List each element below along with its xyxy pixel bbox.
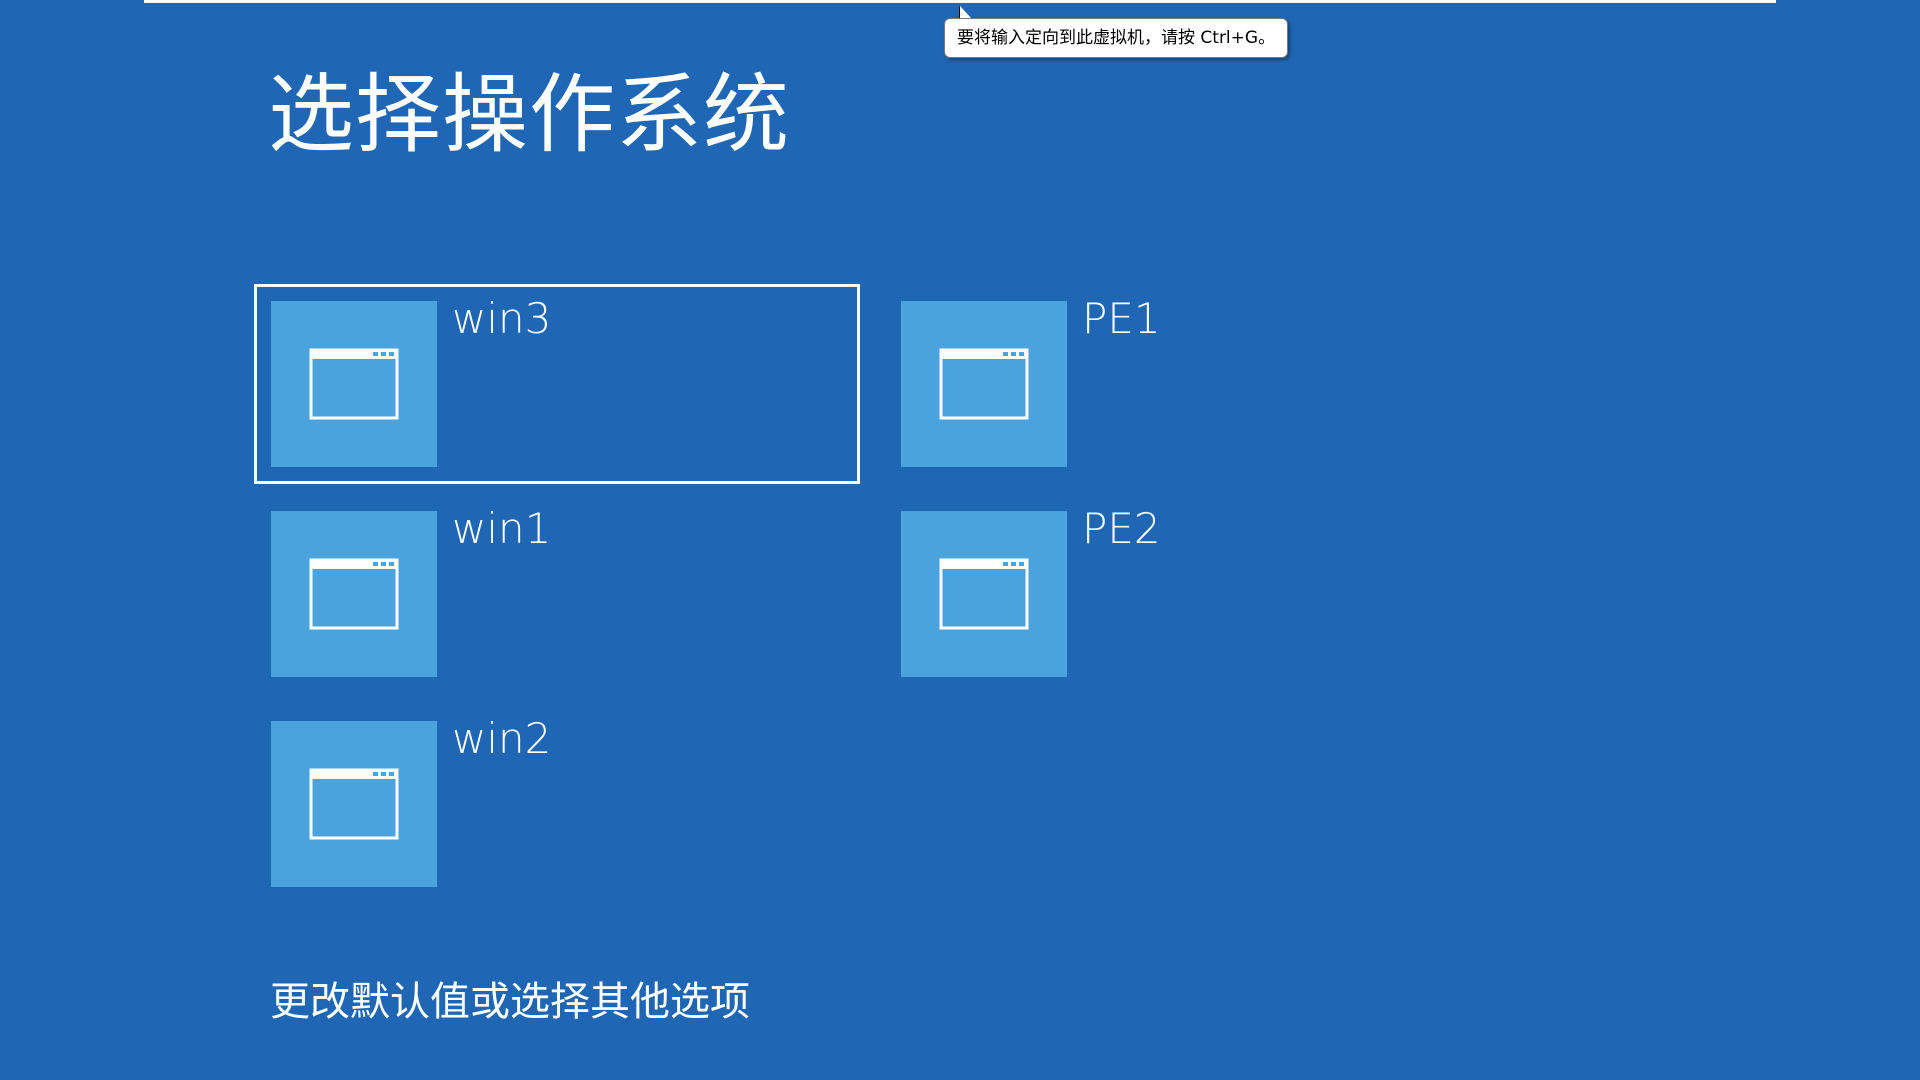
os-option-win1[interactable]: win1: [254, 494, 860, 694]
os-tile: [271, 301, 437, 467]
window-icon: [309, 558, 399, 630]
window-icon: [939, 348, 1029, 420]
os-option-win3[interactable]: win3: [254, 284, 860, 484]
top-border-line: [144, 0, 1776, 3]
page-title: 选择操作系统: [268, 65, 790, 165]
os-option-win2[interactable]: win2: [254, 704, 860, 904]
os-label: win2: [452, 714, 552, 763]
os-label: PE2: [1082, 504, 1161, 553]
os-tile: [901, 511, 1067, 677]
os-tile: [271, 721, 437, 887]
tooltip-text: 要将输入定向到此虚拟机，请按 Ctrl+G。: [957, 28, 1276, 48]
window-icon: [309, 348, 399, 420]
change-defaults-link[interactable]: 更改默认值或选择其他选项: [270, 979, 750, 1025]
os-label: PE1: [1082, 294, 1161, 343]
os-label: win1: [452, 504, 552, 553]
window-icon: [939, 558, 1029, 630]
tooltip-pointer: [960, 6, 972, 19]
os-option-pe2[interactable]: PE2: [884, 494, 1490, 694]
os-label: win3: [452, 294, 552, 343]
os-tile: [901, 301, 1067, 467]
os-tile: [271, 511, 437, 677]
vm-input-tooltip: 要将输入定向到此虚拟机，请按 Ctrl+G。: [944, 18, 1289, 58]
window-icon: [309, 768, 399, 840]
os-option-pe1[interactable]: PE1: [884, 284, 1490, 484]
